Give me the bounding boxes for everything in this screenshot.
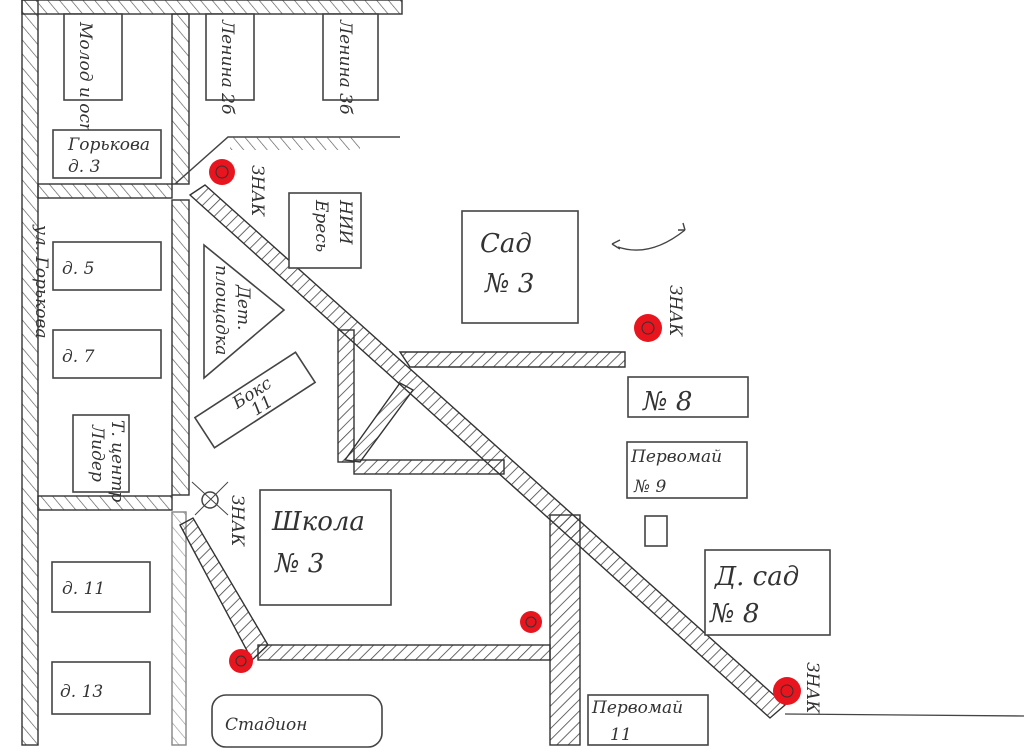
building-label: Ленина 2б — [217, 19, 237, 115]
building-label: Первомай — [591, 698, 683, 718]
road-school-north — [353, 459, 505, 475]
building-tcentr[interactable]: Т. центр Лидер — [72, 414, 130, 502]
road-edge-south — [784, 713, 1024, 717]
road-inner-north — [171, 13, 190, 185]
road-south-vertical — [549, 514, 581, 746]
road-north-hatch — [230, 137, 360, 150]
road-east — [398, 351, 626, 368]
building-gorkova-3[interactable]: Горькова д. 3 — [52, 129, 162, 179]
street-label: ул. Горькова — [31, 224, 51, 339]
stadium[interactable]: Стадион — [211, 694, 383, 748]
building-dsad8[interactable]: Д. сад № 8 — [704, 549, 831, 636]
red-sign-marker-icon[interactable] — [229, 649, 253, 673]
playground-label: площадка — [211, 265, 231, 355]
building-label: Горькова — [67, 135, 150, 155]
red-sign-marker-icon[interactable] — [520, 611, 542, 633]
road-gorkova — [21, 0, 39, 746]
red-sign-marker-icon[interactable] — [634, 314, 662, 342]
building-label: 11 — [610, 725, 632, 745]
building-label: № 9 — [633, 477, 666, 497]
building-label: д. 7 — [62, 347, 95, 367]
building-pervomay11[interactable]: Первомай 11 — [587, 694, 709, 746]
sign-label: ЗНАК — [802, 662, 822, 714]
building-molod[interactable]: Молод и ост — [63, 13, 123, 139]
building-label: № 3 — [484, 269, 534, 299]
road-school-west — [179, 517, 269, 662]
roads — [21, 0, 1024, 746]
road-cross-2 — [37, 495, 173, 511]
building-lenina-3b[interactable]: Ленина 3б — [322, 13, 379, 115]
building-d5[interactable]: д. 5 — [52, 241, 162, 291]
road-west-vertical — [337, 329, 355, 463]
arrow-heads — [611, 222, 686, 250]
playground-label: Дет. — [233, 284, 253, 330]
building-nii[interactable]: НИИ Ересь — [288, 192, 362, 269]
road-inner-south — [171, 511, 187, 746]
building-school3[interactable]: Школа № 3 — [259, 489, 392, 606]
building-d13[interactable]: д. 13 — [51, 661, 151, 715]
curved-arrow-icon — [617, 229, 686, 251]
road-link-diagonal — [343, 382, 415, 463]
building-n8[interactable]: № 8 — [627, 376, 749, 418]
road-top — [21, 0, 403, 15]
building-lenina-2b[interactable]: Ленина 2б — [205, 13, 255, 115]
building-d7[interactable]: д. 7 — [52, 329, 162, 379]
building-label: НИИ — [335, 199, 355, 246]
building-d11[interactable]: д. 11 — [51, 561, 151, 613]
building-label: Сад — [480, 229, 532, 259]
sign-label: ЗНАК — [247, 165, 267, 217]
building-sad3[interactable]: Сад № 3 — [461, 210, 579, 324]
building-label: Первомай — [630, 447, 722, 467]
building-pervomay9[interactable]: Первомай № 9 — [626, 441, 748, 499]
building-label: Ересь — [311, 199, 331, 252]
road-school-south — [257, 644, 551, 661]
building-label: Ленина 3б — [335, 19, 355, 115]
playground[interactable]: Дет. площадка — [203, 243, 286, 380]
building-label: д. 3 — [68, 157, 100, 177]
red-sign-marker-icon[interactable] — [209, 159, 235, 185]
building-label: Школа — [271, 507, 365, 537]
red-sign-marker-icon[interactable] — [773, 677, 801, 705]
building-label: № 8 — [709, 599, 759, 629]
building-label: д. 5 — [62, 259, 94, 279]
building-label: Молод и ост — [75, 21, 95, 139]
building-label: д. 11 — [62, 579, 105, 599]
road-inner-mid — [171, 199, 190, 496]
sign-label: ЗНАК — [227, 495, 247, 547]
building-label: № 3 — [274, 549, 324, 579]
building-label: д. 13 — [60, 682, 103, 702]
small-structure — [644, 515, 668, 547]
building-label: Лидер — [87, 424, 107, 482]
sign-markers — [191, 159, 801, 705]
road-cross-1 — [37, 183, 173, 199]
building-label: Д. сад — [714, 562, 799, 592]
sign-label: ЗНАК — [665, 285, 685, 337]
building-label: № 8 — [642, 387, 692, 417]
crossed-sign-icon — [191, 481, 229, 516]
building-label: Т. центр — [107, 420, 127, 502]
stadium-label: Стадион — [225, 715, 307, 735]
